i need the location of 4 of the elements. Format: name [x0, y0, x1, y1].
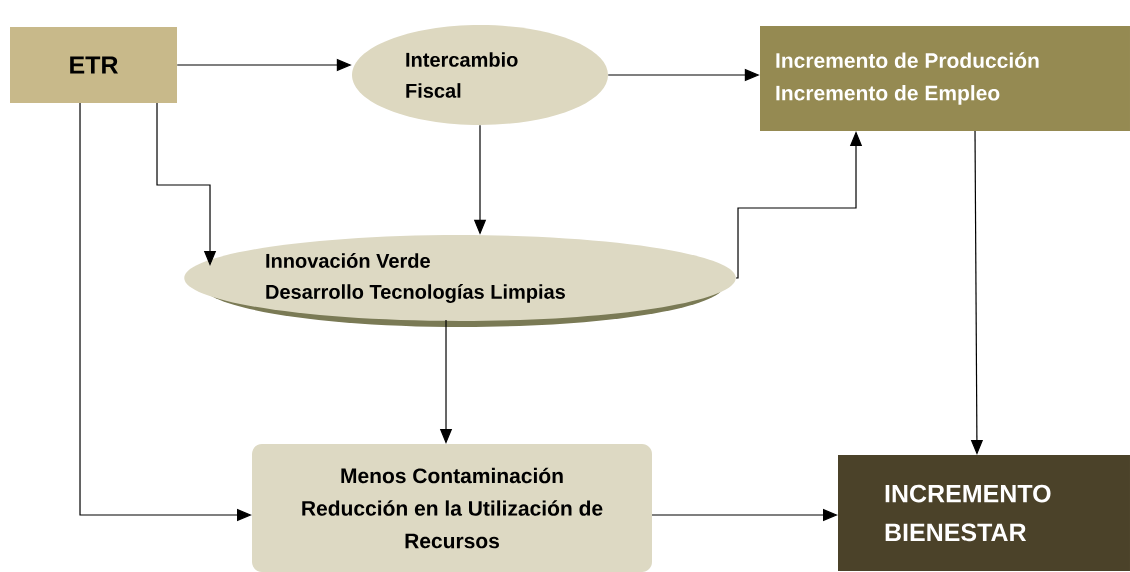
process-box: Menos Contaminación Reducción en la Utilización de Recursos — [252, 444, 652, 572]
process-box: ETR — [10, 27, 177, 103]
result-box: INCREMENTO BIENESTAR — [838, 455, 1130, 571]
process-box: Incremento de Producción Incremento de Empleo — [760, 26, 1130, 131]
